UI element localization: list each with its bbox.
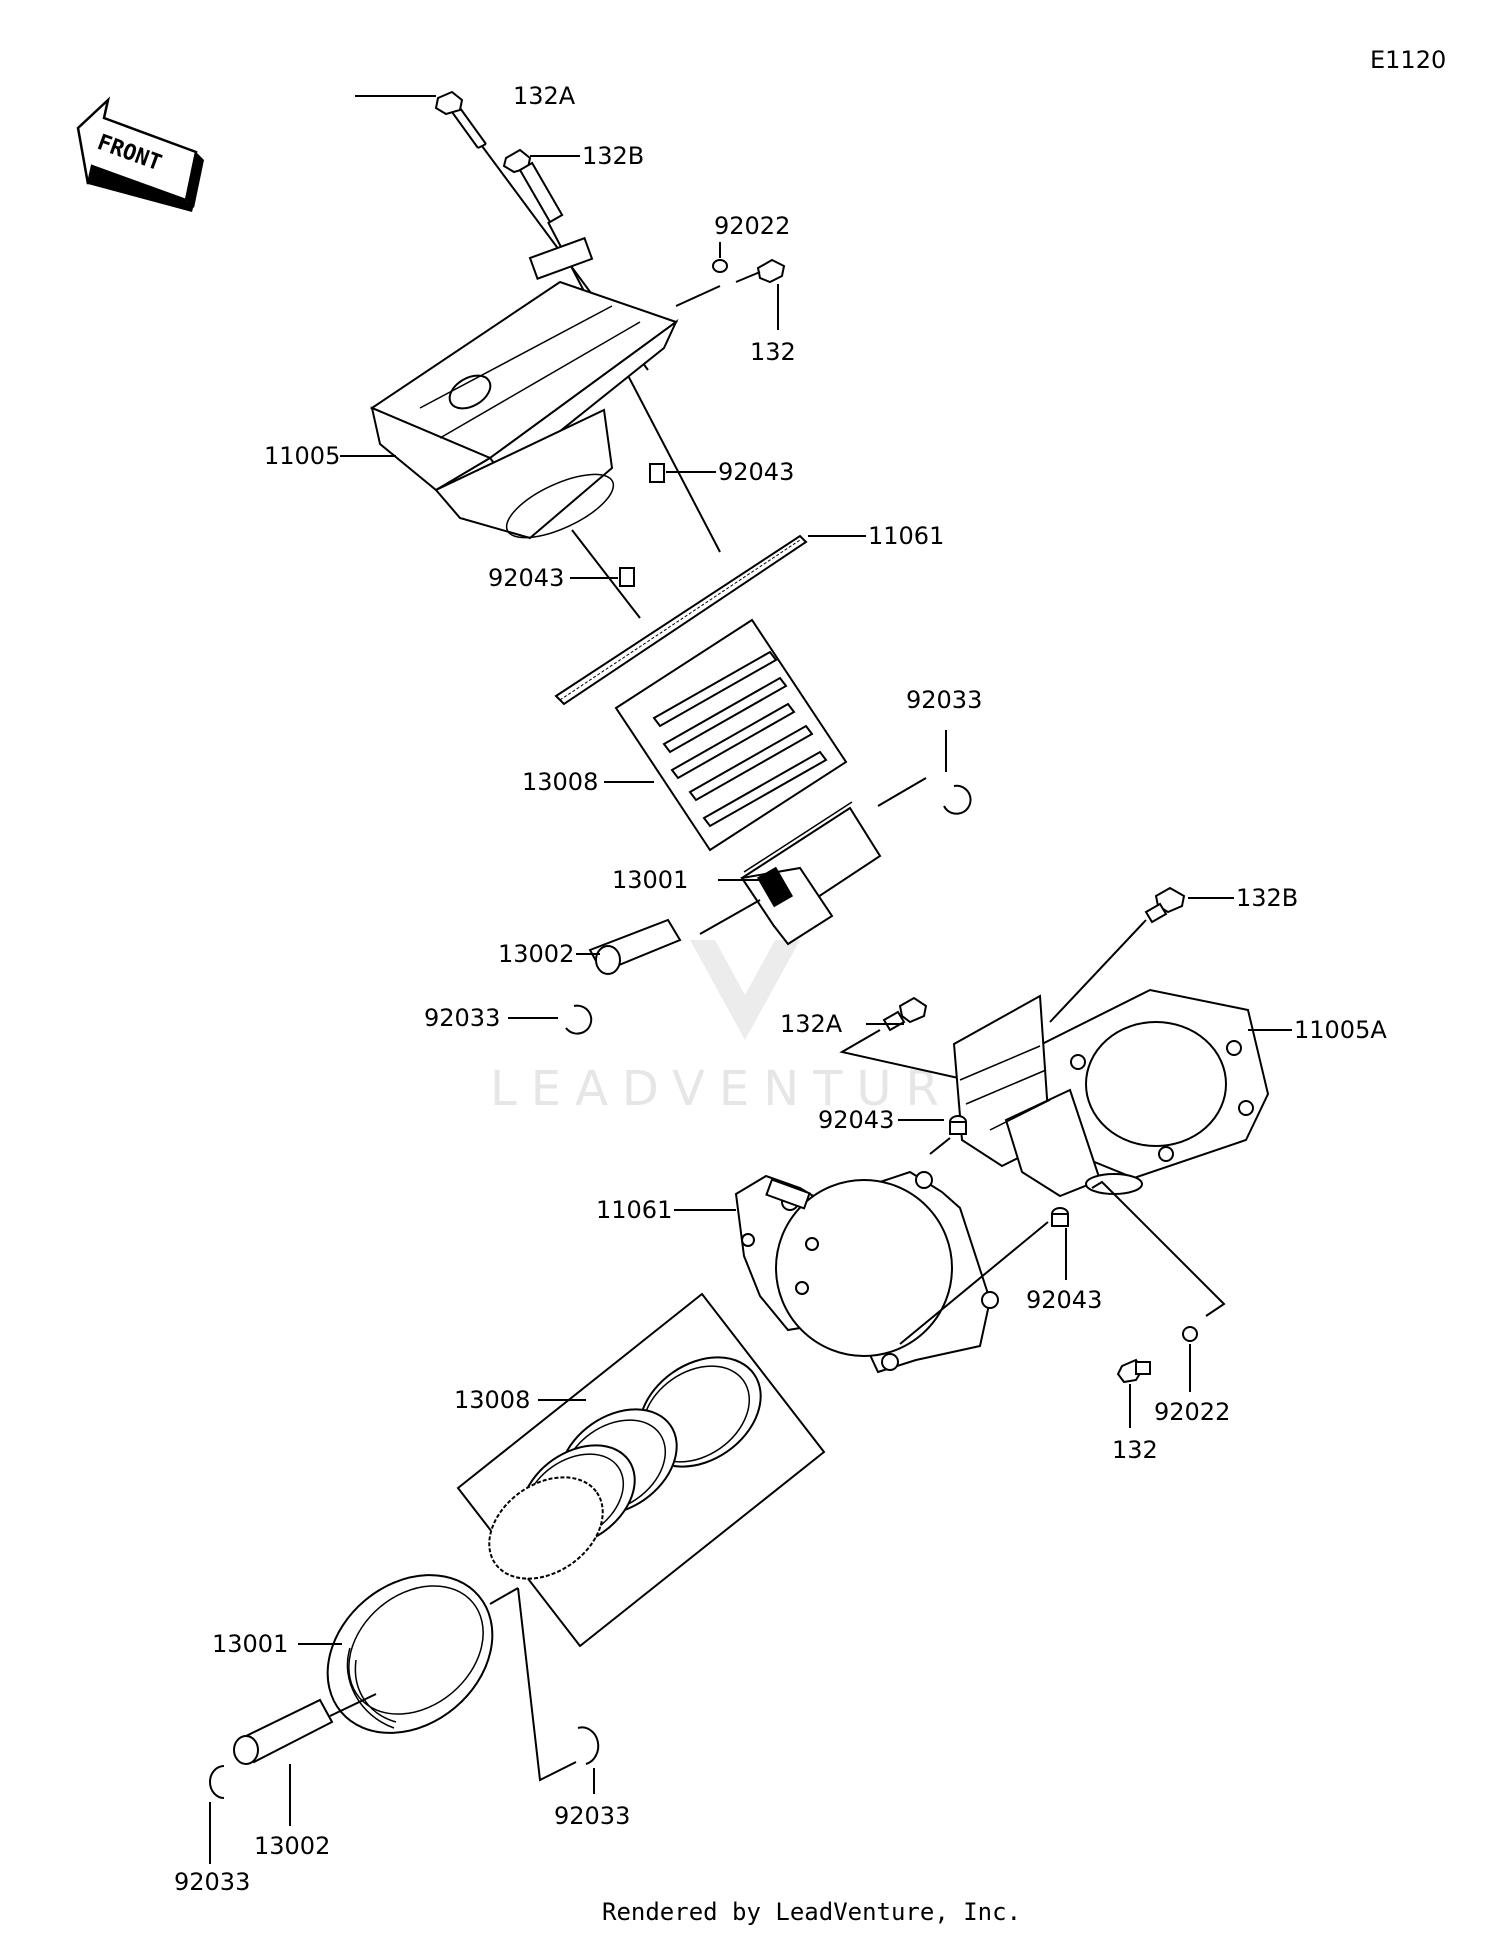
leader: [839, 1029, 1013, 1091]
watermark-text: LEADVENTURE: [490, 1061, 997, 1117]
label-bot-92033-a: 92033: [174, 1868, 250, 1896]
diagram-code: E1120: [1370, 46, 1446, 74]
label-top-92022: 92022: [714, 212, 790, 240]
washer-92022-top: [712, 242, 728, 273]
label-top-92033-a: 92033: [906, 686, 982, 714]
leader: [329, 1693, 377, 1717]
piston-13001-bottom: [326, 1574, 494, 1734]
label-top-92043-a: 92043: [718, 458, 794, 486]
clip-92033-bottom-b: [577, 1726, 600, 1765]
piston-13001-top: [740, 801, 882, 946]
dowel-92043-top-b: [619, 567, 635, 587]
washer-92022-right: [1182, 1326, 1198, 1342]
leader: [929, 1137, 951, 1155]
pin-13002-top: [588, 918, 682, 975]
leader: [1091, 1180, 1226, 1317]
label-top-13001: 13001: [612, 866, 688, 894]
bolt-132-top: [675, 258, 786, 330]
front-arrow-icon: FRONT: [76, 96, 204, 212]
label-top-92033-b: 92033: [424, 1004, 500, 1032]
watermark: LEADVENTURE: [490, 940, 997, 1117]
label-bot-92033-b: 92033: [554, 1802, 630, 1830]
clip-92033-top-b: [565, 1004, 593, 1035]
dowel-92043-top-a: [649, 463, 665, 483]
label-top-11005: 11005: [264, 442, 340, 470]
leader: [877, 777, 927, 807]
label-top-92043-b: 92043: [488, 564, 564, 592]
bolt-132-right: [1116, 1358, 1151, 1384]
dowel-92043-right-a: [949, 1115, 967, 1135]
label-top-132: 132: [750, 338, 796, 366]
label-right-92043-b: 92043: [1026, 1286, 1102, 1314]
leader: [517, 1587, 577, 1782]
label-bot-13001: 13001: [212, 1630, 288, 1658]
label-right-132a: 132A: [780, 1010, 843, 1038]
clip-92033-bottom-a: [209, 1765, 225, 1799]
dowel-92043-right-b: [1051, 1207, 1069, 1227]
footer-credit: Rendered by LeadVenture, Inc.: [602, 1898, 1021, 1926]
gasket-11061-top: [554, 534, 808, 706]
label-right-92022: 92022: [1154, 1398, 1230, 1426]
cylinder-11005a-right: [952, 988, 1270, 1198]
cylinder-11005-top: [369, 236, 679, 540]
label-bot-13002: 13002: [254, 1832, 330, 1860]
leader: [571, 529, 641, 619]
bolt-132a-right: [882, 996, 928, 1032]
label-right-132b: 132B: [1236, 884, 1298, 912]
label-top-132a: 132A: [513, 82, 576, 110]
label-top-13008: 13008: [522, 768, 598, 796]
ring-set-13008-top: [614, 618, 848, 852]
gasket-11061-right: [734, 1170, 999, 1374]
label-right-92043-a: 92043: [818, 1106, 894, 1134]
label-right-11005a: 11005A: [1294, 1016, 1387, 1044]
ring-set-13008-bottom: [456, 1292, 826, 1648]
pin-13002-bottom: [233, 1698, 334, 1765]
bolt-132b-top: [502, 148, 721, 553]
label-bot-13008: 13008: [454, 1386, 530, 1414]
clip-92033-top-a: [943, 784, 972, 815]
label-right-132: 132: [1112, 1436, 1158, 1464]
leader: [699, 899, 761, 935]
label-top-13002: 13002: [498, 940, 574, 968]
label-right-11061: 11061: [596, 1196, 672, 1224]
leader: [899, 1221, 1049, 1345]
label-top-132b: 132B: [582, 142, 644, 170]
leader: [489, 1587, 519, 1605]
bolt-132b-right: [1049, 886, 1186, 1023]
label-top-11061: 11061: [868, 522, 944, 550]
